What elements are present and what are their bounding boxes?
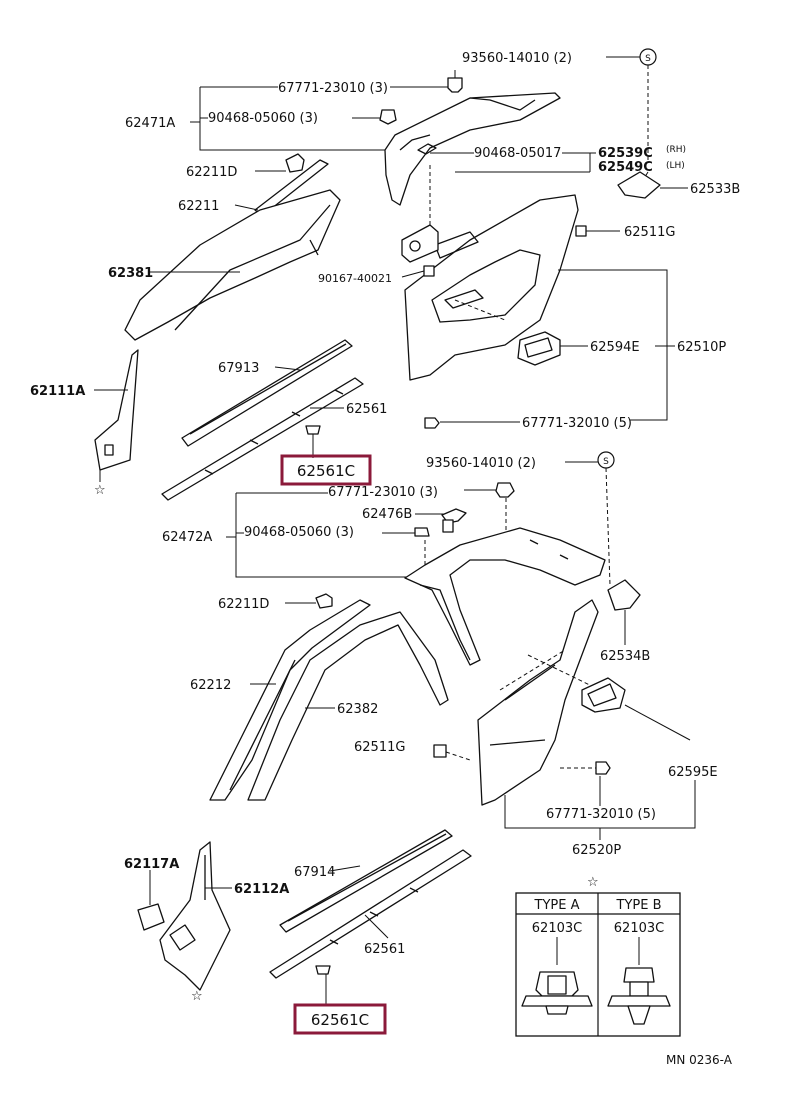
- label-62111A: 62111A: [30, 384, 85, 399]
- label-62549C-side: (LH): [666, 161, 685, 171]
- highlight-62561C-top: [280, 454, 372, 486]
- label-62534B: 62534B: [600, 649, 650, 664]
- s-mark-text-mid: S: [603, 457, 609, 467]
- label-62520P: 62520P: [572, 843, 621, 858]
- label-62472A: 62472A: [162, 530, 212, 545]
- label-93560-14010-mid: 93560-14010 (2): [426, 456, 536, 471]
- label-62211D-top: 62211D: [186, 165, 237, 180]
- label-90468-05060-top: 90468-05060 (3): [208, 111, 318, 126]
- label-62211: 62211: [178, 199, 219, 214]
- clip-62476B-icon: [441, 508, 467, 533]
- s-mark-symbol-mid: S: [597, 451, 615, 469]
- clip-62561C-bottom-icon: [315, 965, 331, 1006]
- label-90468-05060-mid: 90468-05060 (3): [244, 525, 354, 540]
- label-62211D-mid: 62211D: [218, 597, 269, 612]
- bracket-62534B-icon: [607, 579, 641, 611]
- label-90468-05017: 90468-05017: [474, 146, 561, 161]
- label-62595E: 62595E: [668, 765, 718, 780]
- type-a-clip-icon: [521, 971, 593, 1015]
- label-67771-32010-mid: 67771-32010 (5): [546, 807, 656, 822]
- highlight-62561C-bottom: [293, 1003, 387, 1035]
- label-62382: 62382: [337, 702, 378, 717]
- label-67771-32010-top: 67771-32010 (5): [522, 416, 632, 431]
- label-62476B: 62476B: [362, 507, 412, 522]
- weatherstrip-62561-bottom: [269, 849, 472, 979]
- quarter-trim-panel-62520P: [477, 599, 599, 806]
- garnish-62381: [124, 189, 341, 341]
- s-mark-symbol-top: S: [639, 48, 657, 66]
- clip-62511G-top-icon: [575, 225, 620, 237]
- diagram-code: MN 0236-A: [666, 1053, 733, 1067]
- label-62117A: 62117A: [124, 857, 179, 872]
- label-67771-23010-mid: 67771-23010 (3): [328, 485, 438, 500]
- clip-62211D-mid-icon: [315, 593, 333, 609]
- label-62511G-mid: 62511G: [354, 740, 405, 755]
- type-table: TYPE A TYPE B 62103C 62103C: [515, 892, 681, 1037]
- star-type-table: ☆: [587, 875, 599, 890]
- label-62112A: 62112A: [234, 882, 289, 897]
- label-67913: 67913: [218, 361, 259, 376]
- star-62111A: ☆: [94, 483, 106, 498]
- label-62539C-side: (RH): [666, 145, 686, 155]
- clip-62511G-mid-icon: [433, 744, 447, 758]
- quarter-trim-panel-62510P: [404, 194, 579, 381]
- clip-62561C-top-icon: [305, 425, 321, 458]
- pillar-garnish-62111A: [94, 349, 139, 471]
- label-62212: 62212: [190, 678, 231, 693]
- cover-62117A-icon: [137, 903, 165, 931]
- clip-67771-23010-top-icon: [447, 70, 463, 93]
- label-62510P: 62510P: [677, 340, 726, 355]
- scuff-plate-67914: [279, 829, 453, 933]
- label-62561C-bottom[interactable]: 62561C: [311, 1011, 369, 1029]
- label-62561-bottom: 62561: [364, 942, 405, 957]
- clip-62211D-top-icon: [285, 153, 305, 173]
- label-62471A: 62471A: [125, 116, 175, 131]
- label-62511G-top: 62511G: [624, 225, 675, 240]
- label-90167-40021: 90167-40021: [318, 272, 392, 285]
- garnish-62382: [247, 611, 449, 801]
- clip-67771-32010-mid-icon: [595, 761, 611, 775]
- clip-90468-05060-top-icon: [379, 109, 397, 125]
- type-a-header: TYPE A: [534, 898, 580, 913]
- label-62561C-top[interactable]: 62561C: [297, 462, 355, 480]
- clip-90468-05060-mid-icon: [414, 527, 430, 537]
- type-a-part: 62103C: [532, 921, 582, 936]
- label-62533B: 62533B: [690, 182, 740, 197]
- pillar-garnish-62112A: [159, 841, 231, 991]
- label-62539C: 62539C: [598, 146, 653, 161]
- type-b-part: 62103C: [614, 921, 664, 936]
- screw-90167-icon: [423, 265, 435, 277]
- label-62594E: 62594E: [590, 340, 640, 355]
- clip-67771-23010-mid-icon: [495, 482, 515, 498]
- type-b-clip-icon: [607, 967, 671, 1025]
- quarter-upper-trim-mid: [404, 527, 606, 666]
- label-62381: 62381: [108, 266, 153, 281]
- label-62549C: 62549C: [598, 160, 653, 175]
- star-62112A: ☆: [191, 989, 203, 1004]
- label-62561-top: 62561: [346, 402, 387, 417]
- s-mark-text: S: [645, 54, 651, 64]
- label-67771-23010-top: 67771-23010 (3): [278, 81, 388, 96]
- vent-62594E-icon: [517, 331, 561, 366]
- scuff-plate-67913: [181, 339, 353, 447]
- clip-67771-32010-top-icon: [424, 417, 440, 429]
- label-67914: 67914: [294, 865, 335, 880]
- type-b-header: TYPE B: [616, 898, 662, 913]
- label-93560-14010-top: 93560-14010 (2): [462, 51, 572, 66]
- bracket-62533B-icon: [617, 171, 661, 199]
